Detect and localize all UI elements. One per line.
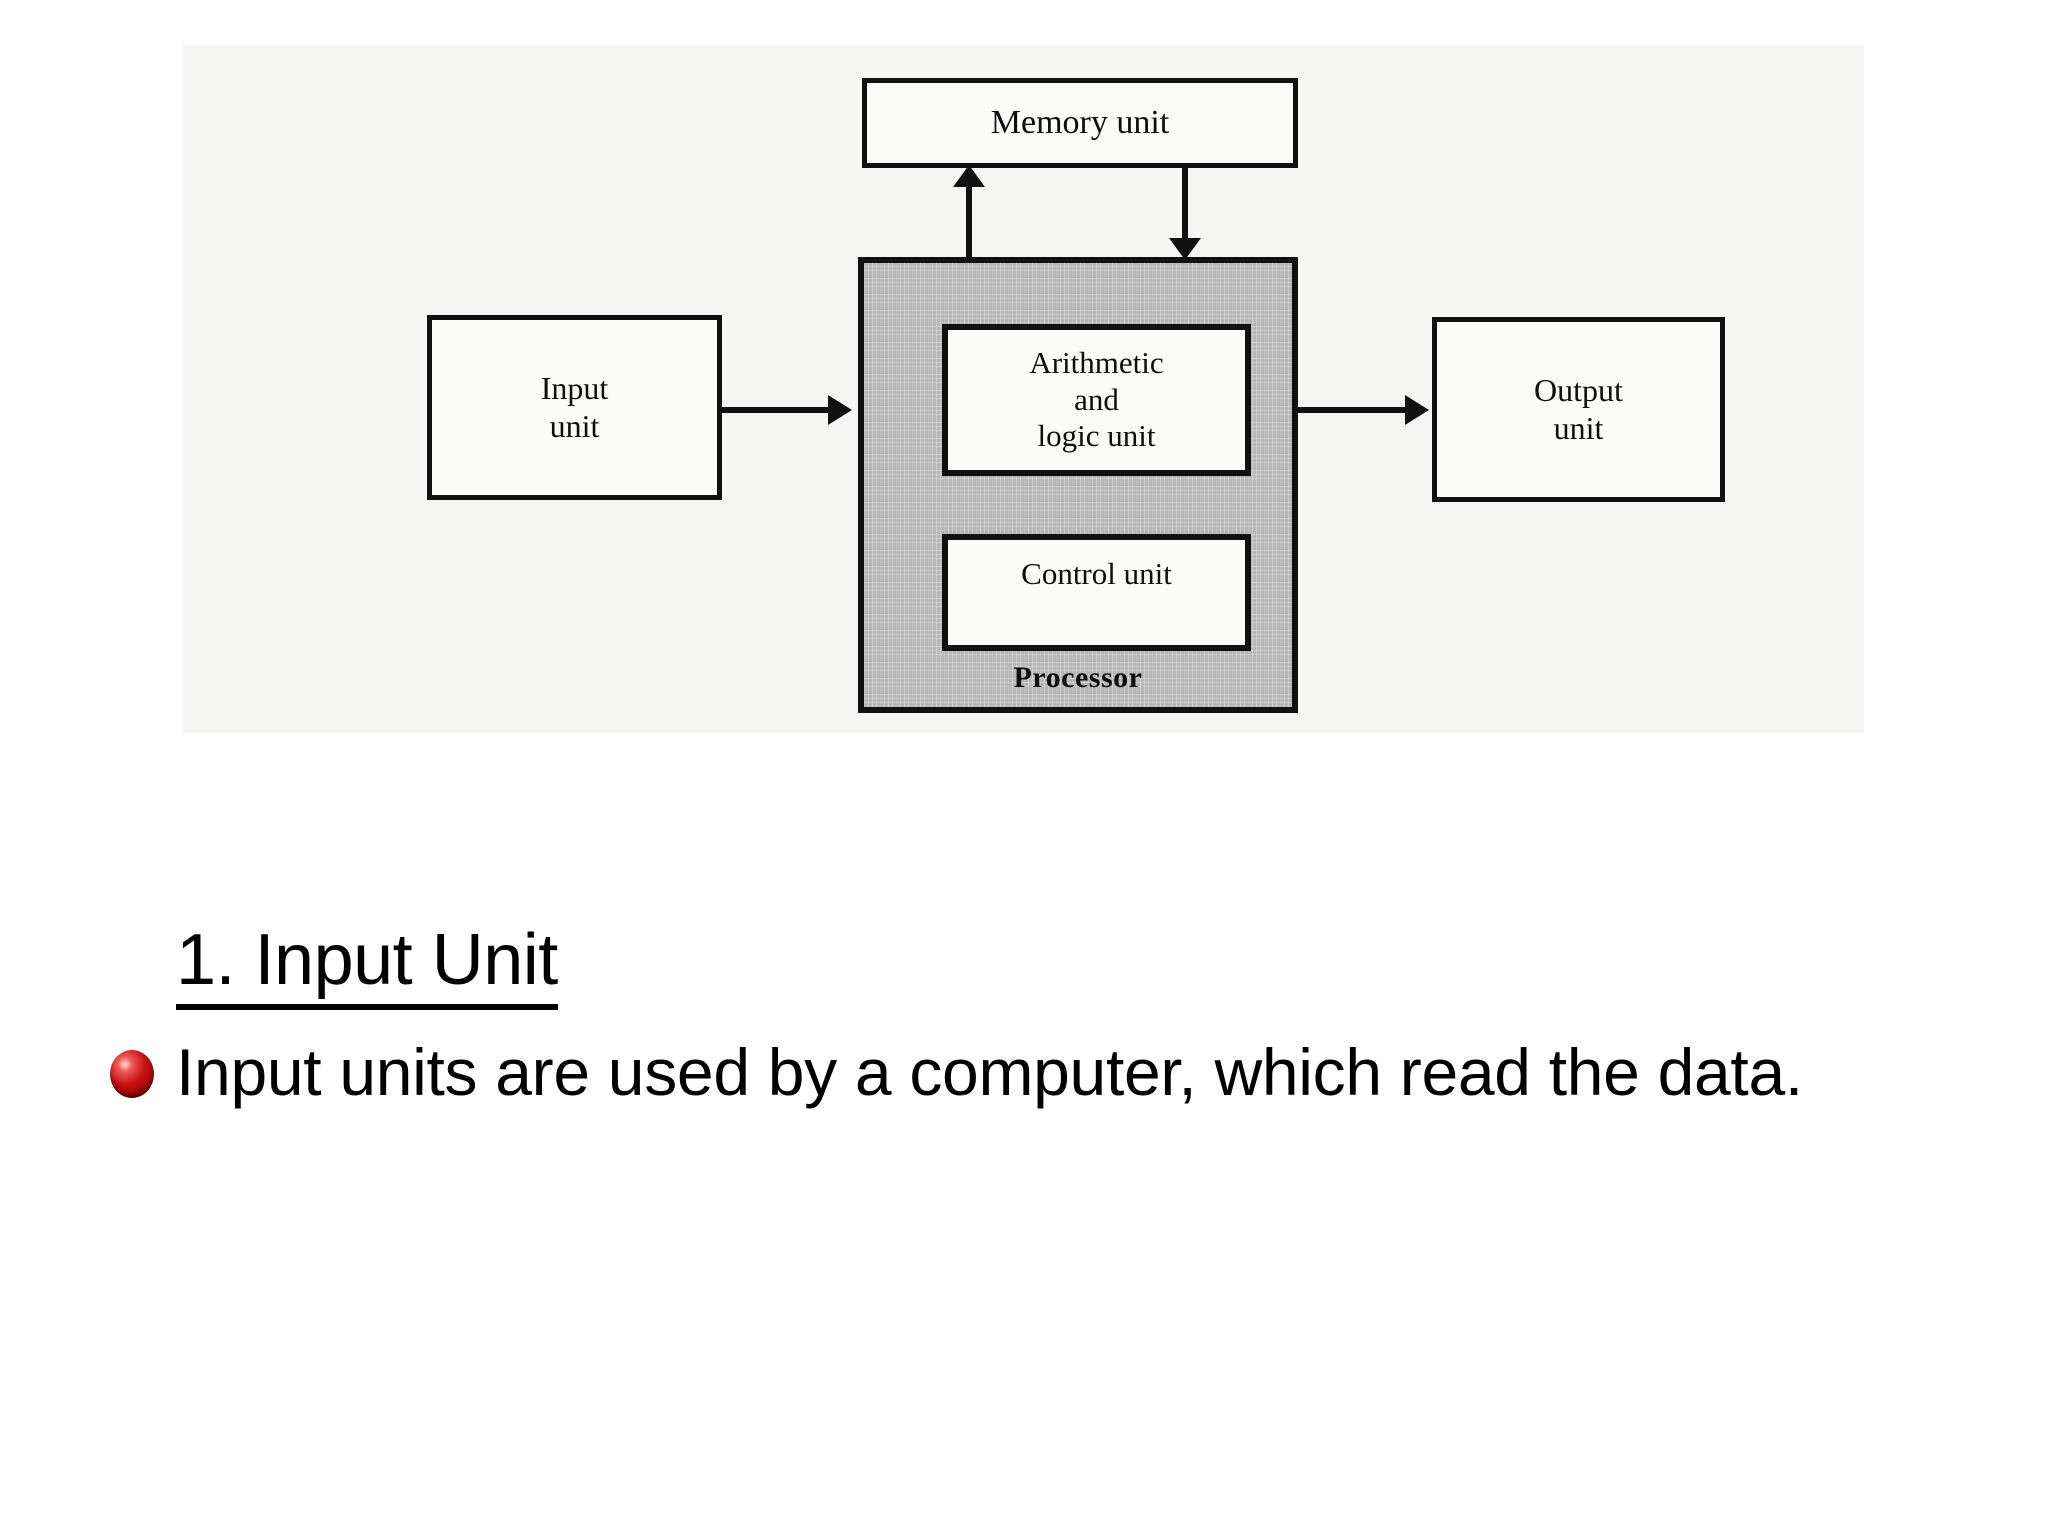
alu-label-line3: logic unit (1037, 418, 1156, 454)
output-unit-box: Output unit (1432, 317, 1725, 502)
control-unit-label: Control unit (1021, 556, 1172, 591)
input-unit-label-line1: Input (540, 369, 609, 406)
memory-to-processor-arrow-head-icon (1169, 238, 1201, 260)
memory-to-processor-arrow-line (1182, 168, 1188, 246)
input-unit-label: Input unit (541, 370, 609, 446)
red-sphere-bullet-icon (110, 1050, 154, 1098)
memory-unit-label: Memory unit (990, 103, 1170, 141)
arithmetic-and-logic-unit-box: Arithmetic and logic unit (942, 324, 1251, 476)
output-unit-label: Output unit (1534, 372, 1623, 448)
input-unit-box: Input unit (427, 315, 722, 500)
processor-label: Processor (1013, 661, 1143, 694)
processor-to-memory-arrow-head-icon (953, 165, 985, 187)
processor-to-output-arrow-head-icon (1405, 395, 1429, 425)
input-unit-label-line2: unit (549, 407, 600, 444)
processor-to-memory-arrow-line (966, 185, 972, 259)
output-unit-label-line2: unit (1553, 409, 1604, 446)
bullet-list-item: Input units are used by a computer, whic… (110, 1030, 1920, 1114)
processor-to-output-arrow-line (1298, 407, 1408, 413)
output-unit-label-line1: Output (1534, 371, 1623, 408)
memory-unit-box: Memory unit (862, 78, 1298, 168)
bullet-text: Input units are used by a computer, whic… (176, 1035, 1803, 1109)
cpu-block-diagram-image: Memory unit Input unit Arithmetic and lo… (183, 45, 1864, 733)
control-unit-box: Control unit (942, 534, 1251, 651)
input-to-processor-arrow-line (722, 407, 834, 413)
alu-label: Arithmetic and logic unit (1029, 345, 1163, 455)
processor-box: Arithmetic and logic unit Control unit P… (858, 257, 1298, 713)
input-to-processor-arrow-head-icon (828, 395, 852, 425)
alu-label-line2: and (1074, 381, 1119, 417)
page-title: 1. Input Unit (176, 924, 558, 1011)
alu-label-line1: Arithmetic (1029, 345, 1164, 381)
